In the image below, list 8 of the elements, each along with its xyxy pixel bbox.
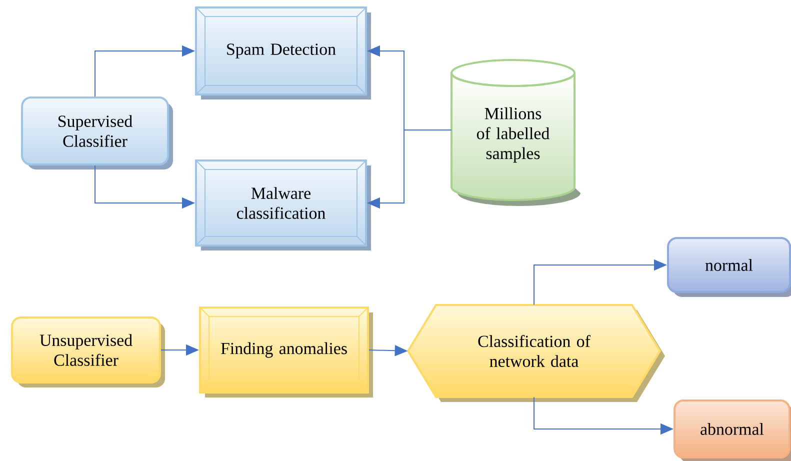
rounded-box: Supervised Classifier <box>21 96 173 170</box>
rounded-box: normal <box>667 237 791 297</box>
beveled-box: Malware classification <box>195 160 371 250</box>
rounded-box: Unsupervised Classifier <box>11 316 165 388</box>
cylinder: Millions of labelled samples <box>450 59 580 206</box>
rounded-box: abnormal <box>674 400 791 461</box>
beveled-box: Finding anomalies <box>199 306 373 398</box>
beveled-box: Spam Detection <box>195 6 371 100</box>
